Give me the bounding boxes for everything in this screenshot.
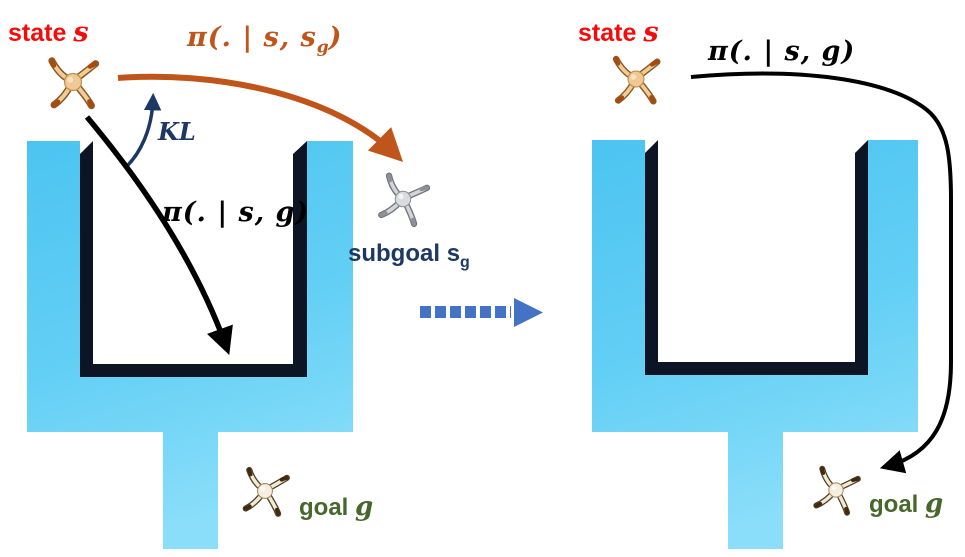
policy-body: π(. | s, s [187, 22, 317, 53]
goal-agent-ant-icon [242, 466, 290, 517]
maze-wall-right [293, 141, 307, 377]
state-agent-ant-icon [48, 57, 100, 110]
maze-blue-body [27, 141, 353, 549]
kl-divergence-arrow [123, 92, 162, 170]
policy-subgoal-label: π(. | s, sg) [187, 24, 342, 56]
left-maze [27, 141, 353, 549]
goal-var: g [355, 492, 374, 522]
goal-agent-ant-icon [813, 465, 861, 516]
goal-label-left: goal g [299, 494, 373, 520]
subgoal-sub: g [460, 253, 470, 271]
state-word: state [578, 19, 637, 47]
policy-sub: g [316, 37, 329, 58]
subgoal-var: s [446, 240, 461, 267]
state-word: state [8, 19, 67, 47]
policy-goal-label-left: π(. | s, g) [162, 197, 310, 228]
maze-cavity [93, 141, 293, 364]
arrowhead-right-icon [514, 298, 543, 327]
transition-dashed-arrow [420, 298, 543, 327]
policy-goal-label-right: π(. | s, g) [708, 36, 856, 67]
goal-policy-arrow-right [690, 71, 953, 474]
maze-blue-body [592, 140, 918, 549]
state-agent-ant-icon [612, 55, 661, 105]
state-label-right: state s [578, 19, 659, 46]
state-label-left: state s [8, 19, 89, 46]
policy-close: ) [328, 22, 343, 53]
maze-cavity [658, 140, 855, 362]
goal-word: goal [299, 494, 349, 521]
subgoal-label: subgoal sg [348, 242, 470, 271]
subgoal-agent-ant-icon [378, 172, 431, 228]
goal-policy-arrow-left [84, 115, 233, 356]
right-maze [592, 140, 918, 549]
maze-wall-right [855, 140, 868, 375]
state-var: s [73, 17, 89, 48]
subgoal-word: subgoal [348, 240, 441, 267]
goal-var: g [925, 489, 944, 519]
maze-wall-bottom [645, 362, 868, 375]
maze-wall-left [645, 140, 658, 375]
goal-word: goal [869, 491, 919, 518]
subgoal-policy-arrow [117, 73, 404, 162]
maze-wall-left [80, 141, 93, 377]
state-var: s [643, 17, 659, 48]
kl-label: KL [158, 117, 196, 146]
goal-label-right: goal g [869, 491, 943, 517]
maze-wall-bottom [80, 364, 307, 377]
